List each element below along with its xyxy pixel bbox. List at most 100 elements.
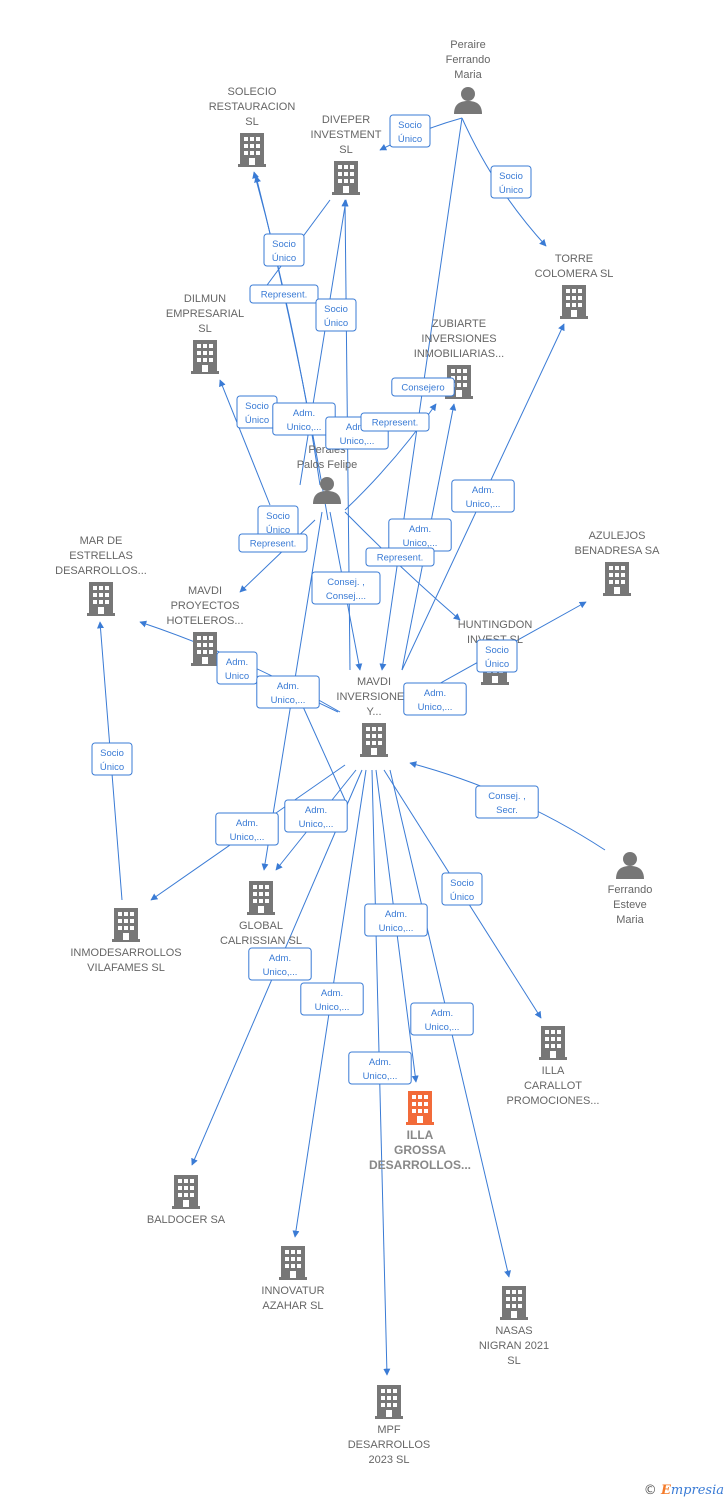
relation-label-box (490, 165, 532, 199)
building-icon (332, 161, 360, 195)
brand-initial: E (660, 1483, 671, 1498)
relation-label-text: Adm. (431, 1008, 453, 1019)
relation-label-box (364, 903, 428, 937)
relation-label-text: Socio (100, 748, 124, 759)
relation-label-text: Unico,... (287, 422, 322, 433)
relation-label-text: Adm. (236, 818, 258, 829)
relation-label-text: Unico,... (425, 1022, 460, 1033)
building-icon (172, 1175, 200, 1209)
building-icon (500, 1286, 528, 1320)
relation-label[interactable]: Adm.Unico,... (215, 812, 279, 846)
relation-label[interactable]: Consej. ,Consej.... (311, 571, 381, 605)
relation-label[interactable]: Adm.Unico,... (451, 479, 515, 513)
relation-label-text: Consejero (401, 383, 444, 394)
relation-label[interactable]: Consejero (391, 377, 455, 397)
relation-label-text: Consej. , (488, 791, 526, 802)
building-icon (238, 133, 266, 167)
relation-label[interactable]: Adm.Unico,... (300, 982, 364, 1016)
relation-label[interactable]: Adm. Unico,... (410, 1002, 474, 1036)
node-zubiarte[interactable]: ZUBIARTEINVERSIONESINMOBILIARIAS... (414, 318, 504, 399)
node-illacarallot[interactable]: ILLACARALLOTPROMOCIONES... (507, 1026, 600, 1107)
node-illagrossa[interactable]: ILLAGROSSADESARROLLOS... (369, 1091, 471, 1172)
node-mardeestrellas[interactable]: MAR DEESTRELLASDESARROLLOS... (55, 535, 147, 616)
relation-label[interactable]: Adm.Unico,... (256, 675, 320, 709)
relation-edge (219, 379, 271, 506)
node-mavdiinversiones[interactable]: MAVDIINVERSIONESY... (336, 676, 412, 757)
relation-label-box (238, 533, 308, 553)
building-icon (539, 1026, 567, 1060)
relation-edge (239, 519, 316, 593)
relation-label-text: Único (485, 659, 509, 670)
relation-label-text: Consej.... (326, 591, 366, 602)
building-icon (406, 1091, 434, 1125)
node-label: ILLA (407, 1128, 434, 1142)
node-label: DILMUN (184, 293, 226, 305)
relation-label-text: Socio (398, 120, 422, 131)
relation-label-box (365, 547, 435, 567)
relation-label[interactable]: Adm.Unico,... (364, 903, 428, 937)
node-label: GLOBAL (239, 920, 283, 932)
relation-label-text: Unico,... (418, 702, 453, 713)
relation-label-text: Socio (324, 304, 348, 315)
relation-label[interactable]: Consej. ,Secr. (475, 785, 539, 819)
relation-label-text: Socio (272, 239, 296, 250)
relation-label-box (91, 742, 133, 776)
node-label: Maria (616, 914, 644, 926)
relation-label[interactable]: Represent. (249, 284, 319, 304)
person-icon (454, 87, 482, 114)
node-mavdiproyectos[interactable]: MAVDIPROYECTOSHOTELEROS... (166, 585, 244, 666)
node-label: NASAS (495, 1325, 532, 1337)
relation-edge (252, 171, 321, 486)
relation-label[interactable]: Adm.Unico,... (284, 799, 348, 833)
copyright-symbol: © (643, 1483, 657, 1498)
node-baldocer[interactable]: BALDOCER SA (147, 1175, 226, 1226)
relation-label[interactable]: Represent. (360, 412, 430, 432)
relation-label-text: Adm. (472, 485, 494, 496)
relation-label[interactable]: Represent. (238, 533, 308, 553)
relation-edge (344, 511, 461, 621)
relation-label-box (300, 982, 364, 1016)
relation-edge (254, 175, 329, 521)
relation-label[interactable]: Adm.Unico,... (388, 518, 452, 552)
relation-label[interactable]: Adm.Unico,... (403, 682, 467, 716)
node-label: INVESTMENT (311, 129, 382, 141)
node-label: DESARROLLOS... (369, 1158, 471, 1172)
relation-label[interactable]: Adm.Unico,... (248, 947, 312, 981)
node-label: Palos Felipe (297, 459, 358, 471)
node-label: DESARROLLOS... (55, 565, 147, 577)
relation-label-box (389, 114, 431, 148)
building-icon (603, 562, 631, 596)
relation-label[interactable]: Adm.Unico,... (348, 1051, 412, 1085)
relation-label[interactable]: Represent. (365, 547, 435, 567)
building-icon (360, 723, 388, 757)
node-label: TORRE (555, 253, 593, 265)
relation-label[interactable]: Adm.Unico (216, 651, 258, 685)
relation-label-text: Unico,... (263, 967, 298, 978)
node-label: PROYECTOS (171, 600, 240, 612)
relation-label-box (410, 1002, 474, 1036)
relation-label-box (475, 785, 539, 819)
relation-edge (299, 199, 349, 486)
node-label: Esteve (613, 899, 647, 911)
